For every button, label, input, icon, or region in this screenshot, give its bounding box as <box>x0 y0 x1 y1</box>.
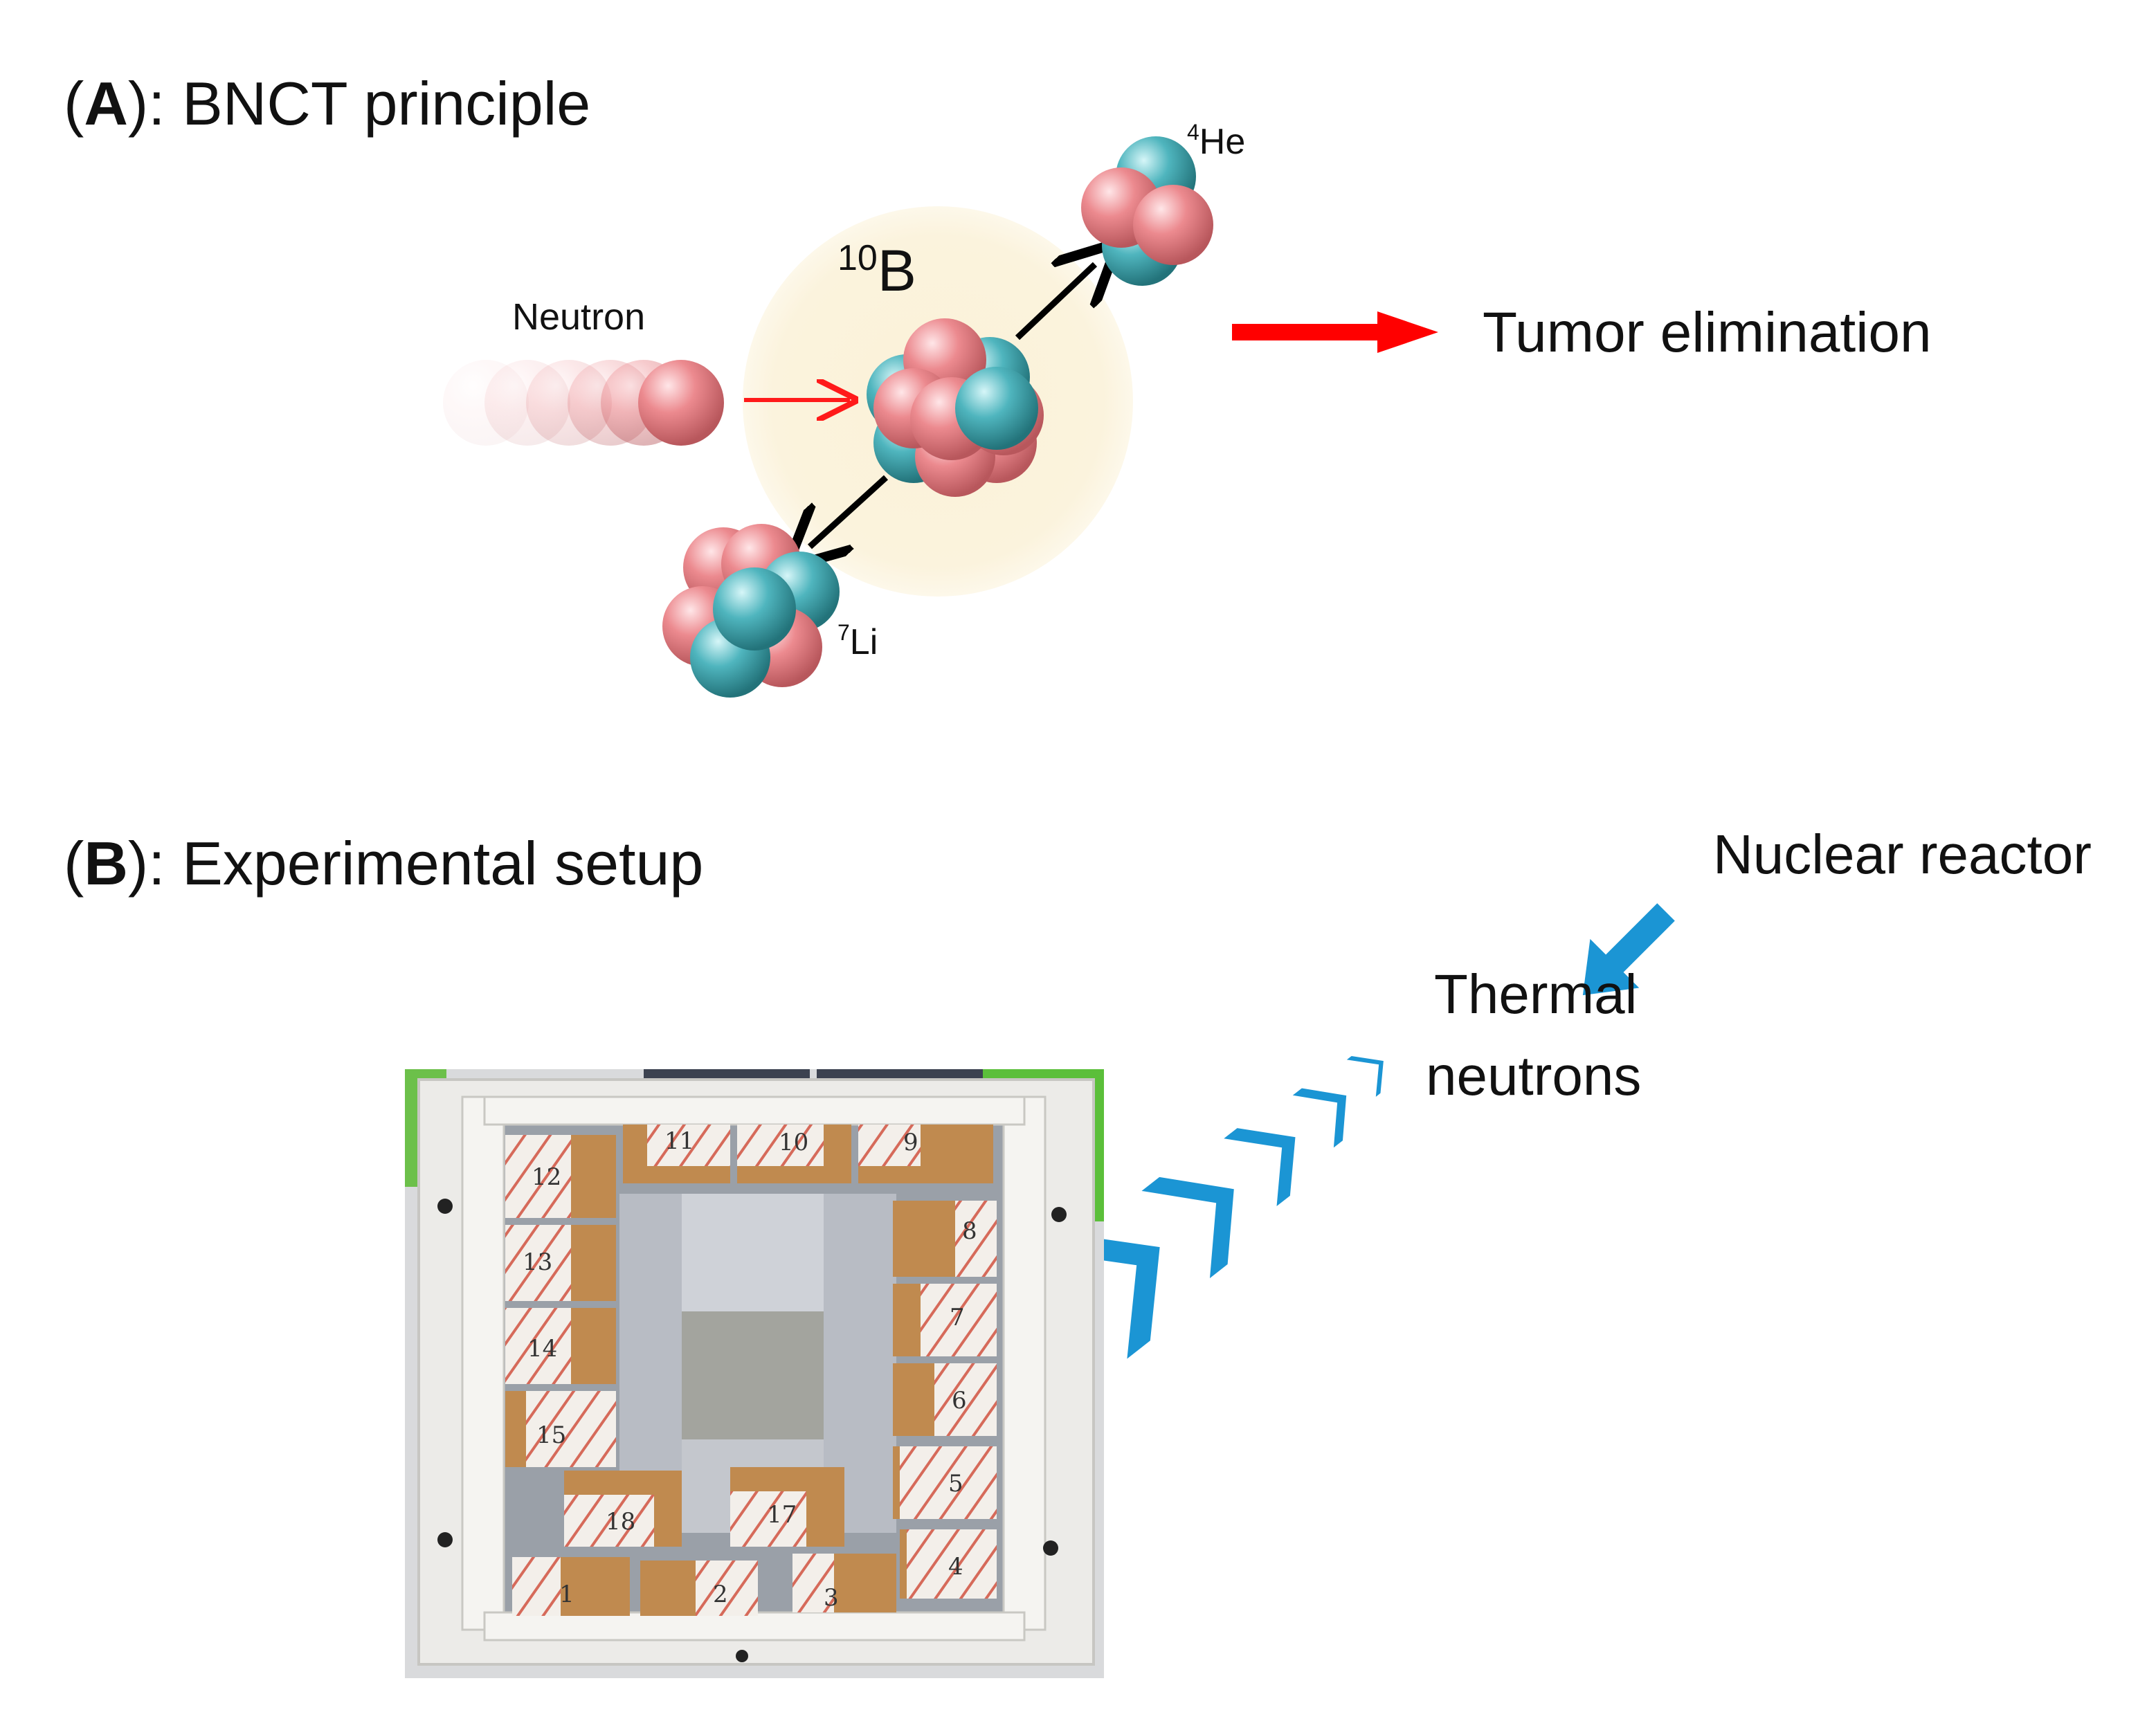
sample-box: 13 <box>505 1225 616 1301</box>
panel-a-title: BNCT principle <box>182 69 590 138</box>
helium-mass: 4 <box>1187 120 1199 145</box>
panel-b-letter: B <box>84 829 128 898</box>
boron-mass: 10 <box>837 238 878 278</box>
neutron-label: Neutron <box>512 296 645 338</box>
sample-box: 7 <box>893 1284 997 1356</box>
sample-box-label: 12 <box>532 1163 561 1191</box>
sample-box: 11 <box>623 1125 730 1183</box>
sample-box: 6 <box>893 1363 997 1436</box>
sample-box: 1 <box>512 1557 630 1616</box>
lithium-label: 7Li <box>837 620 878 662</box>
helium-symbol: He <box>1199 122 1245 162</box>
panel-b-heading: (B): Experimental setup <box>64 829 703 898</box>
result-arrow <box>1232 311 1438 353</box>
sample-box-label: 13 <box>523 1248 552 1276</box>
sample-box-label: 14 <box>527 1335 557 1363</box>
lithium-mass: 7 <box>837 620 850 645</box>
panel-b-title: Experimental setup <box>182 829 703 898</box>
lithium-symbol: Li <box>850 622 878 662</box>
frame-screws <box>437 1199 1067 1662</box>
sample-box-label: 3 <box>824 1584 839 1612</box>
sample-box-label: 5 <box>948 1470 963 1498</box>
sample-box: 17 <box>730 1467 844 1547</box>
sample-box: 18 <box>564 1471 682 1547</box>
chevron-3 <box>1217 1125 1298 1212</box>
sample-boxes: 12 13 14 15 <box>505 1125 997 1616</box>
tumor-elimination-label: Tumor elimination <box>1483 301 1932 364</box>
sample-box-label: 9 <box>903 1129 918 1156</box>
chevron-4 <box>1134 1174 1238 1284</box>
lithium-nucleus <box>662 524 840 698</box>
experimental-setup-photo: 12 13 14 15 <box>405 1069 1104 1678</box>
neutron-ball <box>638 360 724 446</box>
sample-box-label: 4 <box>948 1553 963 1581</box>
sample-box-label: 1 <box>559 1581 574 1608</box>
sample-box-label: 8 <box>962 1217 977 1245</box>
sample-box: 15 <box>505 1391 616 1467</box>
neutron-trail <box>443 360 724 446</box>
panel-b: (B): Experimental setup Nuclear reactor … <box>64 824 2092 1678</box>
chevron-1 <box>1340 1053 1387 1103</box>
sample-box: 3 <box>792 1554 896 1612</box>
sample-box-label: 18 <box>606 1508 635 1536</box>
sample-box-label: 2 <box>713 1581 728 1608</box>
thermal-neutrons-line1: Thermal <box>1434 963 1637 1025</box>
chevron-2 <box>1286 1085 1350 1154</box>
helium-nucleus <box>1081 136 1213 286</box>
sample-box: 4 <box>900 1529 997 1599</box>
sample-box-label: 11 <box>664 1127 694 1155</box>
boron-label: 10B <box>837 238 916 303</box>
panel-a: (A): BNCT principle Neutron <box>64 69 1932 698</box>
sample-box-label: 6 <box>952 1387 967 1415</box>
sample-box-label: 17 <box>767 1501 797 1529</box>
sample-box-label: 15 <box>536 1421 566 1449</box>
nuclear-reactor-label: Nuclear reactor <box>1713 824 2092 885</box>
sample-box: 8 <box>893 1201 997 1277</box>
sample-box: 12 <box>505 1135 616 1218</box>
boron-nucleus <box>867 318 1044 497</box>
helium-emission-arrow <box>1015 264 1095 340</box>
sample-box: 5 <box>893 1446 997 1519</box>
lithium-emission-arrow <box>810 475 889 547</box>
sample-box-label: 10 <box>779 1129 808 1156</box>
sample-box: 14 <box>505 1308 616 1384</box>
helium-label: 4He <box>1187 120 1245 162</box>
thermal-neutron-chevrons <box>1036 1053 1387 1365</box>
panel-a-heading: (A): BNCT principle <box>64 69 590 138</box>
sample-box: 2 <box>640 1561 758 1616</box>
sample-box: 10 <box>737 1125 851 1183</box>
sample-box: 9 <box>858 1125 993 1183</box>
boron-symbol: B <box>878 238 916 303</box>
thermal-neutrons-line2: neutrons <box>1426 1045 1641 1107</box>
sample-box-label: 7 <box>950 1304 965 1331</box>
panel-a-letter: A <box>84 69 128 138</box>
reactor-arrow <box>1582 903 1675 996</box>
